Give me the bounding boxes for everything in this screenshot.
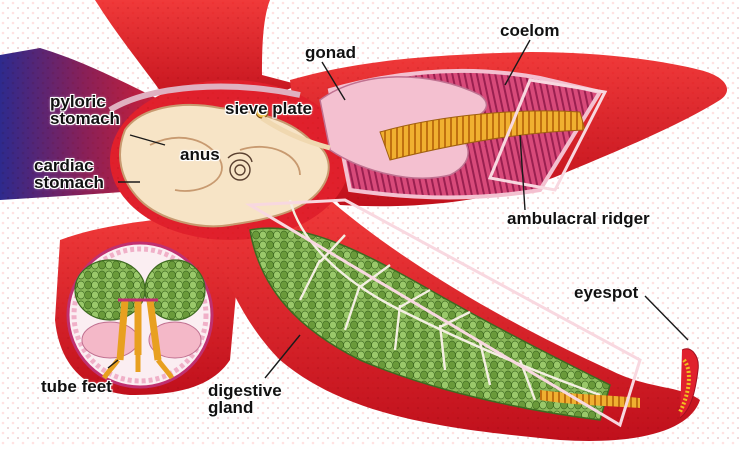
- label-eyespot: eyespot: [574, 283, 639, 302]
- label-coelom: coelom: [500, 21, 560, 40]
- label-ambulacral-ridge: ambulacral ridger: [507, 209, 650, 228]
- lower-ridge: [540, 390, 640, 408]
- stomach-fold-2: [239, 145, 301, 176]
- eyespot-shape: [678, 348, 699, 419]
- bottom-arm-box: [244, 198, 642, 428]
- label-digestive-gland: digestive gland: [208, 382, 282, 416]
- label-digestive-line1: digestive: [208, 381, 282, 400]
- stomach-shape: [119, 103, 330, 228]
- label-gonad: gonad: [305, 43, 356, 62]
- right-arm-box: [487, 78, 608, 192]
- label-cardiac-line2: stomach: [34, 173, 104, 192]
- tube-feet-section: [66, 241, 214, 389]
- disc-membrane: [108, 83, 301, 113]
- label-anus: anus: [180, 145, 220, 164]
- label-pyloric-line2: stomach: [50, 109, 120, 128]
- stomach-fold-1: [149, 136, 223, 192]
- label-pyloric-stomach: pyloric stomach: [50, 93, 120, 127]
- label-digestive-line2: gland: [208, 398, 254, 417]
- label-cardiac-line1: cardiac: [34, 156, 94, 175]
- stone-canal: [260, 115, 331, 151]
- label-tube-feet: tube feet: [41, 377, 112, 396]
- label-sieve-plate: sieve plate: [225, 99, 312, 118]
- leader-lines: [107, 39, 689, 379]
- anus-coil: [227, 152, 253, 181]
- label-pyloric-line1: pyloric: [50, 92, 106, 111]
- label-cardiac-stomach: cardiac stomach: [34, 157, 104, 191]
